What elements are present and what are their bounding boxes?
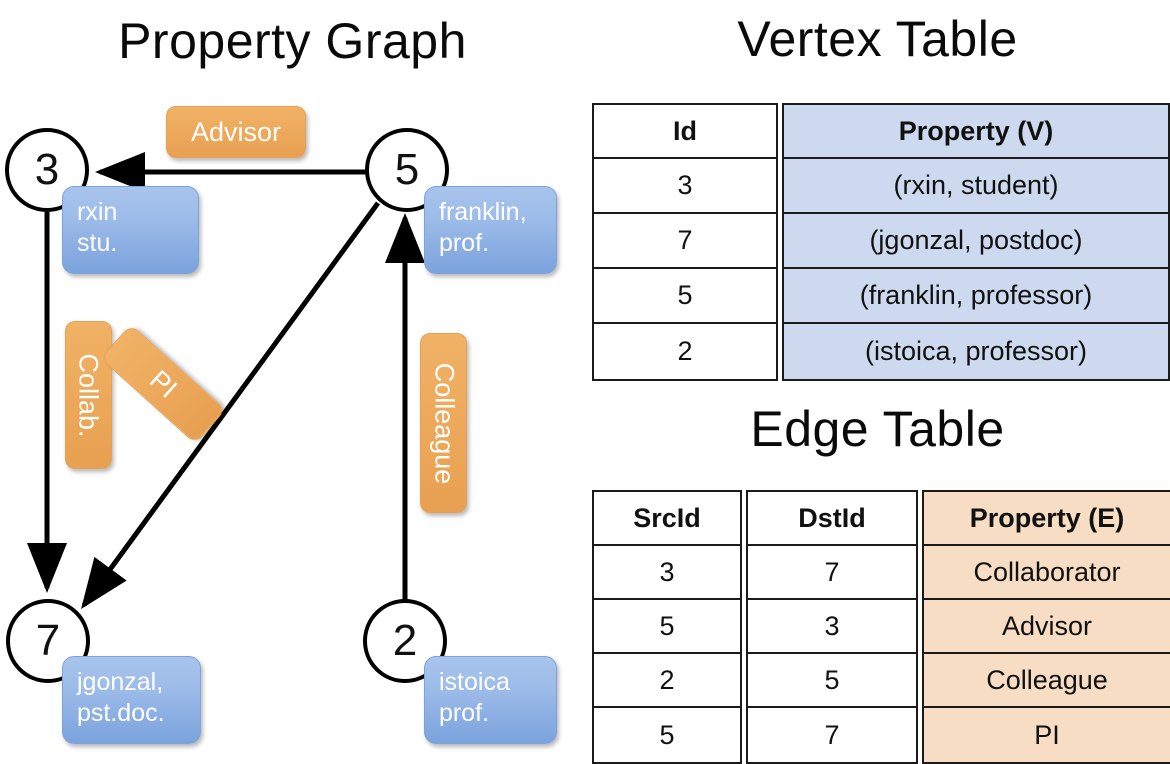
edge-table-cell-dstid: 5: [748, 654, 916, 708]
edge-table-cell-dstid: 7: [748, 708, 916, 762]
graph-node-5[interactable]: 5: [365, 128, 449, 212]
vertex-table-cell-id: 5: [594, 269, 776, 324]
edge-label-collab: Collab.: [65, 321, 112, 469]
edge-table-cell-property: Collaborator: [924, 546, 1170, 600]
vertex-table-col-id: Id 3 7 5 2: [592, 103, 778, 381]
vertex-table: Id 3 7 5 2 Property (V) (rxin, student) …: [592, 103, 1170, 381]
edge-table-col-dstid: DstId 7 3 5 7: [746, 490, 918, 764]
node-property-rxin: rxin stu.: [62, 186, 199, 274]
property-graph-panel: Property Graph 3 5 7 2 rxin stu. frankli…: [0, 0, 585, 760]
node-property-jgonzal: jgonzal, pst.doc.: [62, 656, 201, 744]
edge-table-cell-srcid: 2: [594, 654, 740, 708]
node-property-franklin: franklin, prof.: [424, 186, 557, 274]
vertex-table-cell-id: 2: [594, 324, 776, 379]
edge-table-cell-property: Colleague: [924, 654, 1170, 708]
edge-label-collab-text: Collab.: [74, 352, 105, 438]
node-property-istoica: istoica prof.: [424, 656, 557, 744]
edge-label-advisor: Advisor: [166, 106, 306, 158]
edge-table: SrcId 3 5 2 5 DstId 7 3 5 7 Property (E)…: [592, 490, 1170, 764]
page-title-property-graph: Property Graph: [118, 13, 467, 69]
vertex-table-cell-property: (jgonzal, postdoc): [784, 214, 1168, 269]
edge-table-header-srcid: SrcId: [594, 492, 740, 546]
edge-table-header-dstid: DstId: [748, 492, 916, 546]
vertex-table-cell-property: (franklin, professor): [784, 269, 1168, 324]
vertex-table-cell-id: 7: [594, 214, 776, 269]
graph-node-2[interactable]: 2: [363, 599, 447, 683]
edge-table-cell-srcid: 3: [594, 546, 740, 600]
vertex-table-header-id: Id: [594, 105, 776, 159]
edge-table-header-property: Property (E): [924, 492, 1170, 546]
graph-edges-canvas: [27, 152, 425, 610]
vertex-table-cell-property: (rxin, student): [784, 159, 1168, 214]
vertex-table-cell-id: 3: [594, 159, 776, 214]
edge-table-cell-dstid: 3: [748, 600, 916, 654]
edge-table-cell-property: PI: [924, 708, 1170, 762]
edge-label-colleague: Colleague: [420, 333, 467, 513]
edge-table-cell-dstid: 7: [748, 546, 916, 600]
page-title-edge-table: Edge Table: [750, 401, 1005, 457]
edge-label-pi-text: PI: [143, 363, 183, 404]
edge-table-col-srcid: SrcId 3 5 2 5: [592, 490, 742, 764]
edge-5-to-7: [81, 201, 381, 610]
vertex-table-header-property: Property (V): [784, 105, 1168, 159]
edge-label-colleague-text: Colleague: [429, 362, 459, 484]
edge-table-cell-srcid: 5: [594, 600, 740, 654]
page-title-vertex-table: Vertex Table: [737, 11, 1018, 67]
edge-table-cell-property: Advisor: [924, 600, 1170, 654]
edge-table-col-property: Property (E) Collaborator Advisor Collea…: [922, 490, 1170, 764]
vertex-table-cell-property: (istoica, professor): [784, 324, 1168, 379]
vertex-table-col-property: Property (V) (rxin, student) (jgonzal, p…: [782, 103, 1170, 381]
edge-table-cell-srcid: 5: [594, 708, 740, 762]
